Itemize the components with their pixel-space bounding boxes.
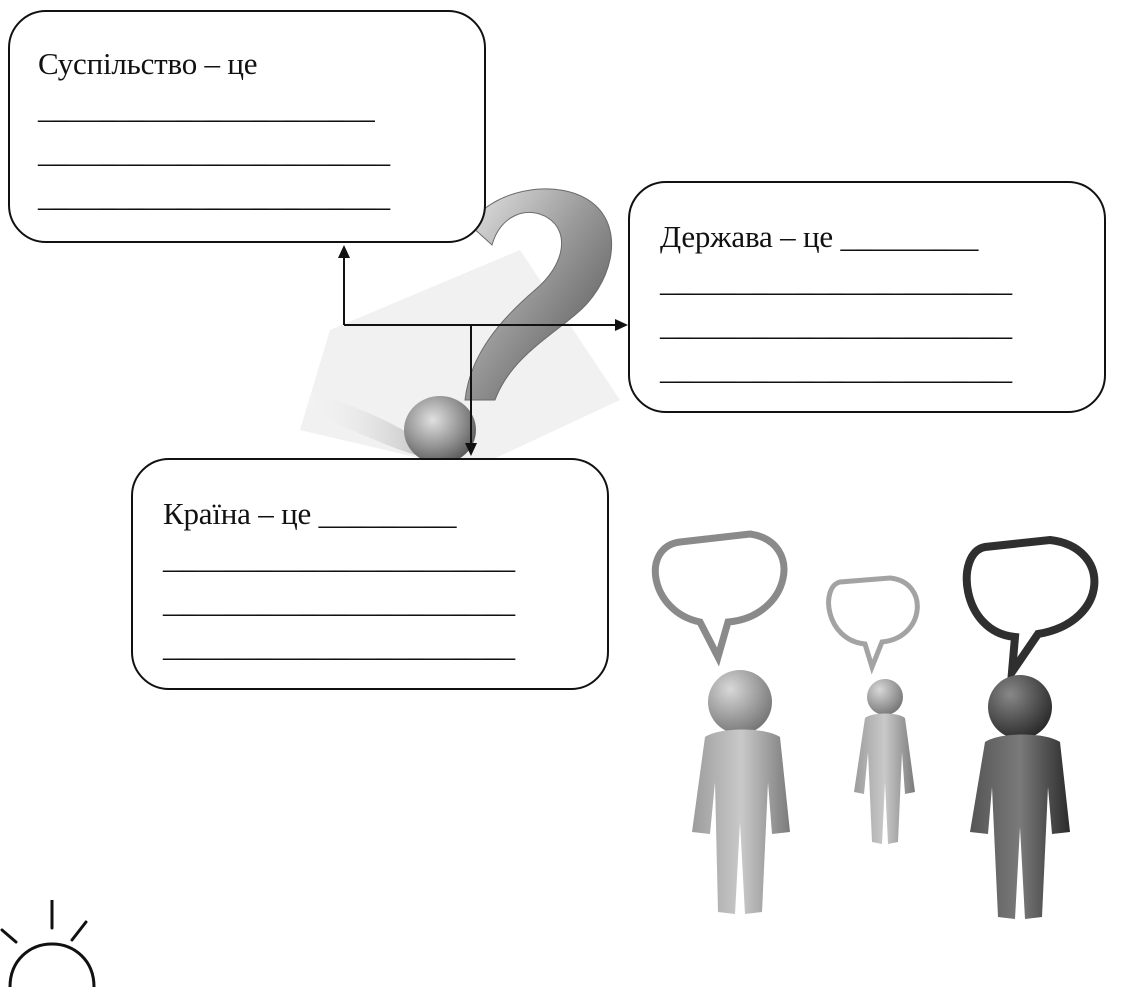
state-definition-box: Держава – це _________ _________________… — [628, 181, 1106, 413]
state-definition-text: Держава – це _________ _________________… — [660, 219, 1012, 386]
country-definition-box: Країна – це _________ __________________… — [131, 458, 609, 690]
society-definition-text: Суспільство – це ______________________ … — [38, 46, 390, 213]
lightbulb-icon — [0, 900, 96, 987]
society-definition-box: Суспільство – це ______________________ … — [8, 10, 486, 243]
country-definition-text: Країна – це _________ __________________… — [163, 496, 515, 663]
people-talking-icon — [651, 530, 1099, 919]
